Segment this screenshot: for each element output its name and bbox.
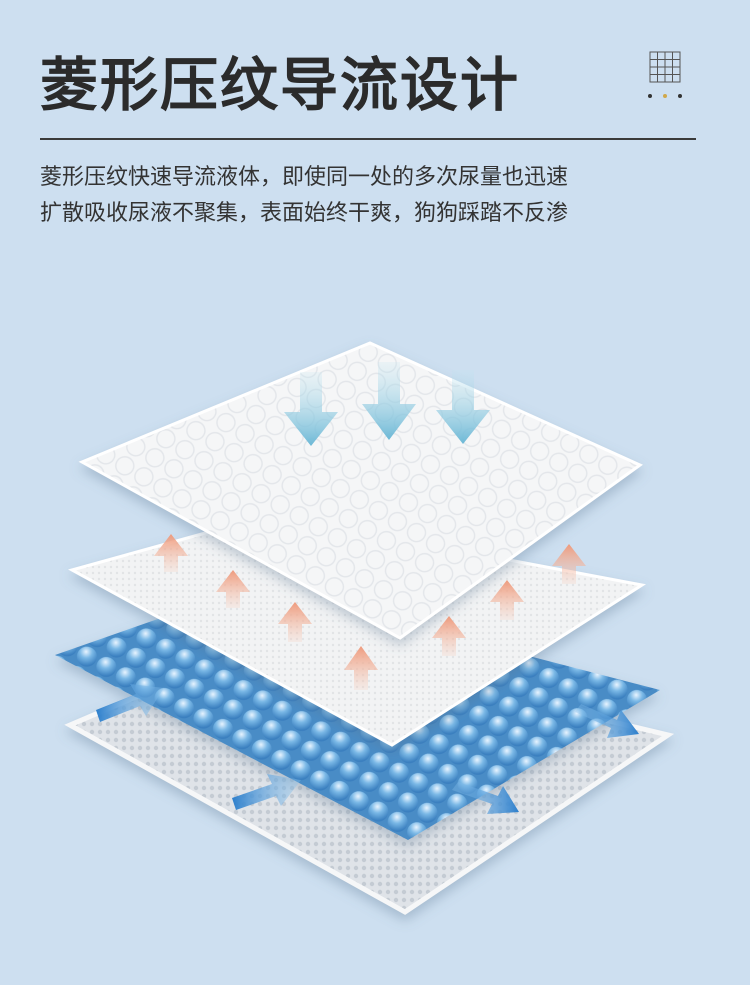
layer-illustration — [55, 341, 675, 915]
title-divider — [40, 138, 696, 140]
down-arrow-icon — [362, 362, 416, 440]
up-arrow-icon — [490, 580, 524, 620]
spread-arrow-icon — [232, 774, 301, 810]
down-arrow-icon — [284, 372, 338, 446]
spread-arrow-icon — [96, 684, 164, 722]
page-title: 菱形压纹导流设计 — [40, 51, 521, 119]
up-arrow-icon — [278, 602, 312, 642]
spread-arrow-icon — [452, 782, 519, 814]
up-arrow-icon — [216, 570, 250, 608]
up-arrow-icon — [432, 616, 466, 656]
spread-arrow-icon — [575, 704, 639, 738]
top-sheet-layer — [78, 341, 643, 640]
middle-sheet-layer — [68, 513, 646, 747]
down-arrow-icon — [436, 370, 490, 444]
description-line-2: 扩散吸收尿液不聚集，表面始终干爽，狗狗踩踏不反渗 — [40, 201, 569, 226]
up-arrow-icon — [552, 544, 586, 584]
up-arrow-icon — [154, 534, 188, 572]
description: 菱形压纹快速导流液体，即使同一处的多次尿量也迅速 扩散吸收尿液不聚集，表面始终干… — [40, 160, 710, 232]
description-line-1: 菱形压纹快速导流液体，即使同一处的多次尿量也迅速 — [40, 165, 569, 190]
up-arrow-icon — [344, 646, 378, 690]
grid-dots-icon — [648, 51, 682, 98]
